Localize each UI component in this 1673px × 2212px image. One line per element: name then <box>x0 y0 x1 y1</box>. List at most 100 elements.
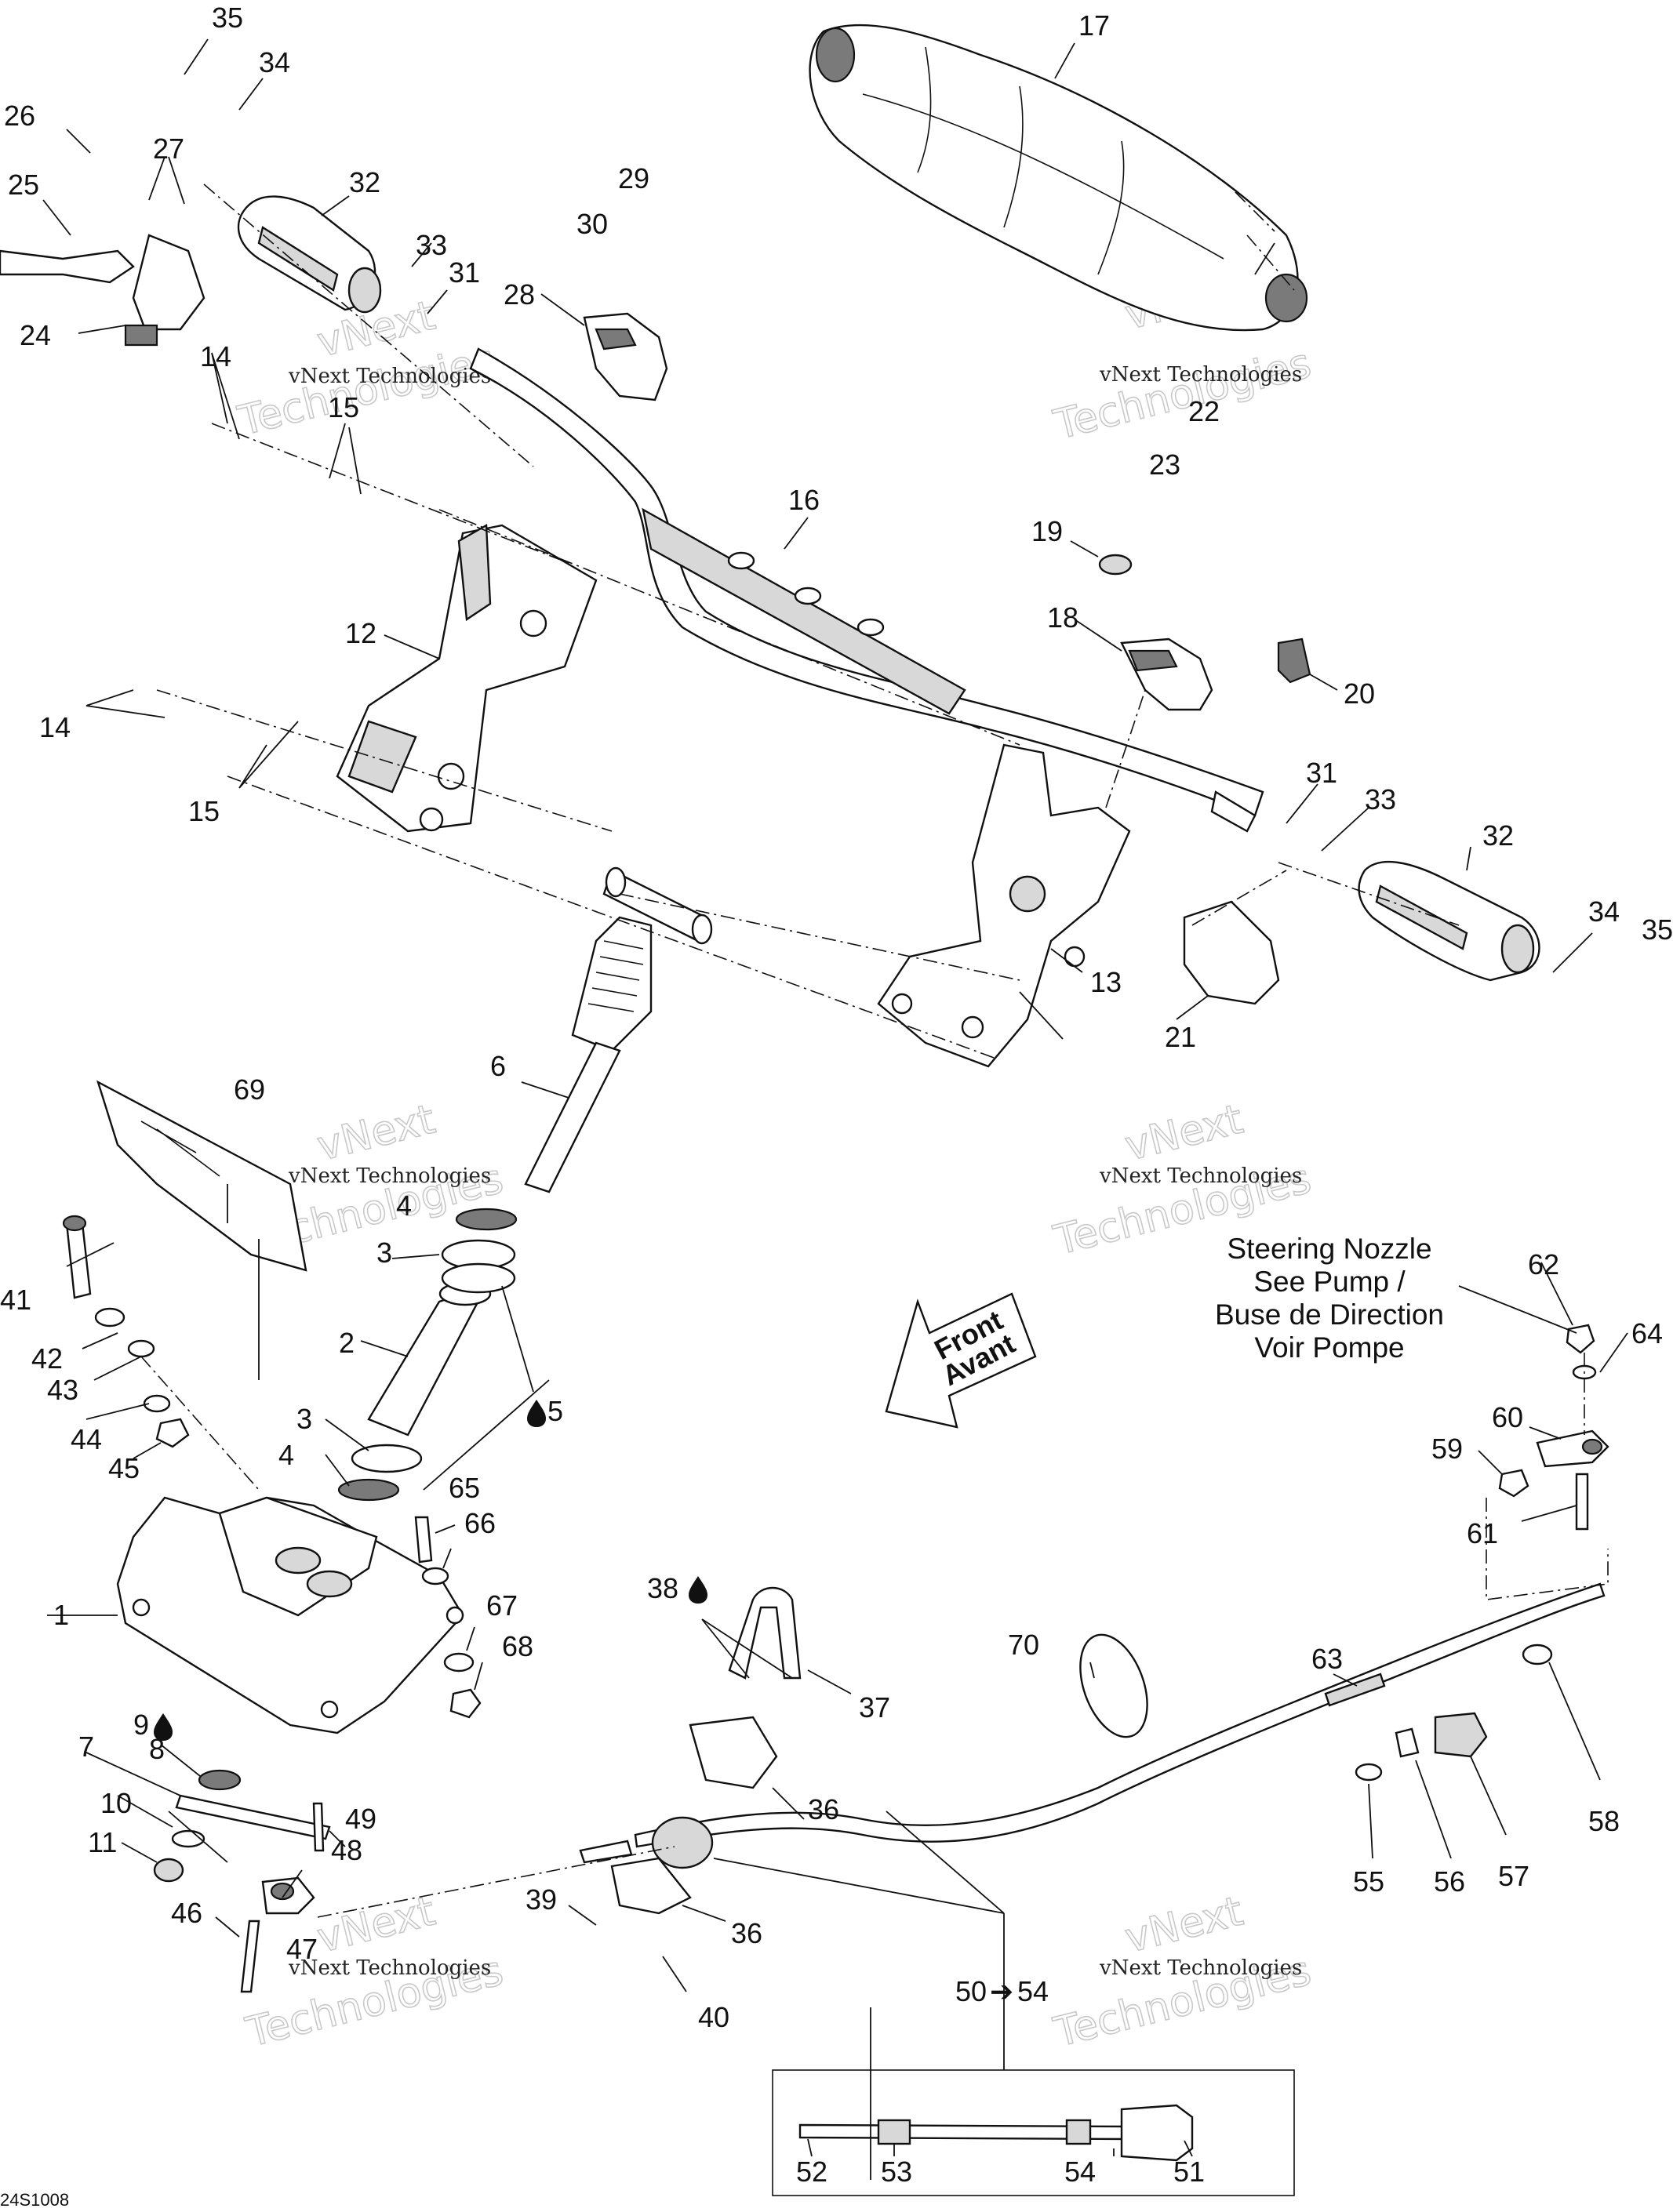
clamp-36-bottom <box>610 1857 692 1915</box>
callout-47: 47 <box>286 1933 318 1965</box>
callout-58: 58 <box>1588 1805 1620 1837</box>
screw-49 <box>312 1802 325 1852</box>
svg-text:vNext Technologies: vNext Technologies <box>1099 363 1302 387</box>
callout-40: 40 <box>698 2001 729 2033</box>
drop-icon-5 <box>527 1400 546 1427</box>
washer-42 <box>94 1307 125 1328</box>
callout-66: 66 <box>464 1507 496 1539</box>
svg-text:vNext: vNext <box>1121 1888 1248 1963</box>
callout-2: 2 <box>339 1327 355 1359</box>
nut-59 <box>1498 1469 1529 1498</box>
front-direction-arrow: Front Avant <box>885 1292 1037 1429</box>
u-bolt-37 <box>728 1586 802 1680</box>
callout-3-top: 3 <box>376 1237 392 1269</box>
callout-32: 32 <box>349 166 380 198</box>
bearing-4-top <box>455 1208 518 1231</box>
washer-10 <box>171 1829 205 1848</box>
leader-lines <box>42 38 1628 2180</box>
cap-20 <box>1277 637 1311 684</box>
svg-text:vNext: vNext <box>313 1888 440 1963</box>
callout-65: 65 <box>449 1472 480 1504</box>
nut-45 <box>155 1418 190 1448</box>
callout-49: 49 <box>345 1803 376 1835</box>
callout-7: 7 <box>78 1731 94 1763</box>
callout-53: 53 <box>881 2156 912 2188</box>
callout-55: 55 <box>1353 1865 1384 1898</box>
steering-cable-50 <box>579 1582 1606 1869</box>
callout-52: 52 <box>796 2156 827 2188</box>
housing-18 <box>1120 637 1213 711</box>
svg-text:Technologies: Technologies <box>1049 340 1316 449</box>
callout-61: 61 <box>1467 1517 1498 1549</box>
handlebar-cover-17 <box>809 24 1308 332</box>
callout-68: 68 <box>502 1630 533 1662</box>
callout-54: 54 <box>1064 2156 1096 2188</box>
bushing-8 <box>198 1769 242 1791</box>
callout-39: 39 <box>526 1883 557 1916</box>
washer-66 <box>421 1567 449 1585</box>
bushing-56 <box>1395 1727 1420 1758</box>
bolt-46 <box>240 1920 260 1993</box>
support-plate-1 <box>116 1496 464 1734</box>
callout-30: 30 <box>576 208 608 240</box>
assembly-lines <box>140 183 1609 1918</box>
svg-text:vNext: vNext <box>1121 1096 1248 1171</box>
callout-12: 12 <box>345 617 376 649</box>
callout-38: 38 <box>647 1572 678 1604</box>
washer-44 <box>143 1394 171 1413</box>
callout-50: 50 <box>955 1975 987 2007</box>
callout-14-top: 14 <box>200 340 231 372</box>
washer-67 <box>443 1652 475 1673</box>
steering-nozzle-note: Steering Nozzle See Pump / Buse de Direc… <box>1215 1233 1444 1364</box>
svg-text:Steering Nozzle: Steering Nozzle <box>1227 1233 1431 1265</box>
callout-17: 17 <box>1078 9 1110 42</box>
drop-icon-38 <box>689 1576 707 1604</box>
washer-55 <box>1355 1763 1383 1782</box>
grip-left-32 <box>237 195 382 314</box>
callout-34: 34 <box>259 46 290 78</box>
bearing-3-bottom <box>351 1444 423 1473</box>
callout-33-right: 33 <box>1365 783 1396 815</box>
plate-7 <box>175 1794 331 1840</box>
clamp-36-top <box>689 1716 778 1789</box>
callout-22: 22 <box>1188 395 1220 427</box>
cable-end-sleeve-63 <box>1324 1673 1386 1707</box>
callout-28: 28 <box>504 278 535 311</box>
callout-60: 60 <box>1492 1401 1523 1433</box>
grip-right-32 <box>1358 860 1540 982</box>
callout-59: 59 <box>1431 1433 1463 1465</box>
callout-6: 6 <box>490 1050 506 1082</box>
callout-36-bottom: 36 <box>731 1917 762 1949</box>
callout-36-top: 36 <box>808 1793 839 1825</box>
callout-9: 9 <box>133 1709 149 1741</box>
handlebar <box>469 347 1264 833</box>
callout-19: 19 <box>1031 515 1063 547</box>
callout-63: 63 <box>1311 1643 1343 1675</box>
nut-57 <box>1434 1712 1488 1758</box>
callout-48: 48 <box>331 1834 362 1866</box>
svg-text:Voir Pompe: Voir Pompe <box>1254 1331 1404 1364</box>
callout-62: 62 <box>1528 1248 1559 1280</box>
callout-15-bottom: 15 <box>188 795 220 827</box>
callout-42: 42 <box>31 1342 63 1375</box>
callout-1: 1 <box>53 1599 69 1631</box>
callout-43: 43 <box>47 1374 78 1406</box>
diagram-code: 24S1008 <box>0 2190 69 2210</box>
pad-21 <box>1183 900 1280 1005</box>
callout-31: 31 <box>449 256 480 289</box>
callout-33: 33 <box>416 229 447 261</box>
callout-5: 5 <box>547 1395 563 1427</box>
bolt-61 <box>1575 1473 1589 1531</box>
callout-54-range: 54 <box>1017 1975 1049 2007</box>
callout-57: 57 <box>1498 1860 1529 1892</box>
callout-50-arrow: ➔ <box>990 1975 1013 2007</box>
callout-70: 70 <box>1008 1629 1039 1661</box>
callout-46: 46 <box>171 1897 202 1929</box>
steering-bracket-right <box>877 743 1131 1068</box>
callout-32-right: 32 <box>1482 819 1514 852</box>
callout-8: 8 <box>149 1733 165 1765</box>
callout-67: 67 <box>486 1589 518 1622</box>
bolt-65 <box>414 1516 433 1564</box>
cable-tie-70 <box>1079 1633 1148 1738</box>
callout-21: 21 <box>1165 1021 1196 1053</box>
